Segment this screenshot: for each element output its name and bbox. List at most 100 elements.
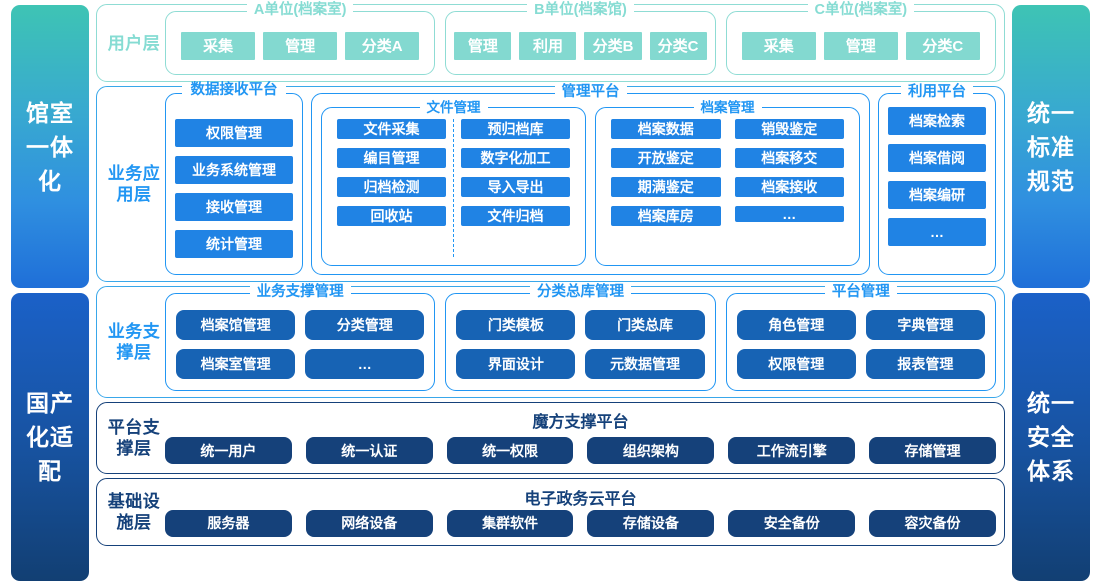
chip-archive-right-1[interactable]: 档案移交 <box>734 148 844 168</box>
group-unit-b-title: B单位(档案馆) <box>527 2 634 19</box>
group-platform-management-items: 角色管理 字典管理 权限管理 报表管理 <box>736 310 985 379</box>
layer-business-support: 业务支撑层 业务支撑管理 档案馆管理 分类管理 档案室管理 … 分类总库管理 门… <box>96 284 1005 398</box>
chip-unit-a-1[interactable]: 管理 <box>263 31 338 60</box>
group-management-title: 管理平台 <box>554 84 627 101</box>
group-utilization-platform: 利用平台 档案检索 档案借阅 档案编研 … <box>878 84 996 275</box>
chip-file-left-2[interactable]: 归档检测 <box>337 177 446 197</box>
chip-plat-4[interactable]: 工作流引擎 <box>728 437 856 464</box>
chip-file-right-2[interactable]: 导入导出 <box>461 177 570 197</box>
layer-infrastructure: 基础设施层 电子政务云平台 服务器 网络设备 集群软件 存储设备 安全备份 容灾… <box>96 478 1005 546</box>
group-unit-a: A单位(档案室) 采集 管理 分类A <box>165 2 436 75</box>
chip-archive-left-3[interactable]: 档案库房 <box>611 206 721 226</box>
chip-plat-1[interactable]: 统一认证 <box>305 437 433 464</box>
group-unit-a-items: 采集 管理 分类A <box>174 31 426 60</box>
chip-archive-right-2[interactable]: 档案接收 <box>734 177 844 197</box>
layer-app-label: 业务应用层 <box>107 164 161 204</box>
chip-archive-left-2[interactable]: 期满鉴定 <box>611 177 721 197</box>
chip-unit-c-1[interactable]: 管理 <box>823 31 898 60</box>
chip-infra-2[interactable]: 集群软件 <box>446 509 574 537</box>
chip-archive-right-0[interactable]: 销毁鉴定 <box>734 119 844 139</box>
layer-stack: 用户层 A单位(档案室) 采集 管理 分类A B单位(档案馆) 管理 利用 分 <box>96 2 1005 583</box>
chip-file-left-1[interactable]: 编目管理 <box>337 148 446 168</box>
chip-file-left-0[interactable]: 文件采集 <box>337 119 446 139</box>
sidebar-right-unified-standard: 统一标准规范 <box>1012 5 1090 288</box>
chip-bsm-3[interactable]: … <box>305 349 425 379</box>
chip-bsm-1[interactable]: 分类管理 <box>305 310 425 340</box>
archive-management-columns: 档案数据 开放鉴定 期满鉴定 档案库房 销毁鉴定 档案移交 档案接收 … <box>604 119 851 257</box>
chip-receive-0[interactable]: 权限管理 <box>175 119 293 147</box>
chip-archive-left-0[interactable]: 档案数据 <box>611 119 721 139</box>
platform-support-title: 魔方支撑平台 <box>532 414 629 431</box>
chip-unit-b-3[interactable]: 分类C <box>649 31 707 60</box>
chip-infra-5[interactable]: 容灾备份 <box>869 509 996 537</box>
subgroup-file-management: 文件管理 文件采集 编目管理 归档检测 回收站 预归档 <box>321 99 586 266</box>
chip-bsm-0[interactable]: 档案馆管理 <box>176 310 296 340</box>
group-business-support-title: 业务支撑管理 <box>249 284 351 301</box>
chip-infra-3[interactable]: 存储设备 <box>587 509 715 537</box>
chip-unit-b-2[interactable]: 分类B <box>584 31 642 60</box>
chip-unit-c-2[interactable]: 分类C <box>905 31 980 60</box>
group-unit-c: C单位(档案室) 采集 管理 分类C <box>725 2 996 75</box>
group-classification-items: 门类模板 门类总库 界面设计 元数据管理 <box>456 310 705 379</box>
chip-pm-1[interactable]: 字典管理 <box>865 310 985 340</box>
layer-business-application: 业务应用层 数据接收平台 权限管理 业务系统管理 接收管理 统计管理 管理平台 <box>96 83 1005 282</box>
chip-use-0[interactable]: 档案检索 <box>888 107 986 135</box>
subgroup-archive-management: 档案管理 档案数据 开放鉴定 期满鉴定 档案库房 销毁鉴定 <box>595 99 860 266</box>
file-management-divider <box>453 119 454 257</box>
archive-management-col-left: 档案数据 开放鉴定 期满鉴定 档案库房 <box>604 119 728 257</box>
chip-infra-0[interactable]: 服务器 <box>165 509 292 537</box>
layer-user: 用户层 A单位(档案室) 采集 管理 分类A B单位(档案馆) 管理 利用 分 <box>96 2 1005 82</box>
chip-use-3[interactable]: … <box>888 218 986 246</box>
group-classification-title: 分类总库管理 <box>529 284 631 301</box>
chip-cls-0[interactable]: 门类模板 <box>456 310 576 340</box>
subgroup-archive-management-title: 档案管理 <box>693 99 762 116</box>
chip-file-right-3[interactable]: 文件归档 <box>461 206 570 226</box>
chip-plat-5[interactable]: 存储管理 <box>869 437 996 464</box>
chip-use-2[interactable]: 档案编研 <box>888 181 986 209</box>
sidebar-right-label-2: 统一安全体系 <box>1027 390 1075 484</box>
chip-plat-2[interactable]: 统一权限 <box>446 437 574 464</box>
chip-cls-2[interactable]: 界面设计 <box>456 349 576 379</box>
chip-unit-c-0[interactable]: 采集 <box>741 31 816 60</box>
infrastructure-items: 服务器 网络设备 集群软件 存储设备 安全备份 容灾备份 <box>165 509 996 537</box>
chip-archive-right-3[interactable]: … <box>734 206 844 222</box>
chip-unit-a-0[interactable]: 采集 <box>181 31 256 60</box>
chip-unit-b-1[interactable]: 利用 <box>519 31 577 60</box>
chip-use-1[interactable]: 档案借阅 <box>888 144 986 172</box>
chip-pm-2[interactable]: 权限管理 <box>736 349 856 379</box>
chip-plat-3[interactable]: 组织架构 <box>587 437 715 464</box>
group-data-receive-platform: 数据接收平台 权限管理 业务系统管理 接收管理 统计管理 <box>165 83 303 275</box>
layer-support-body: 业务支撑管理 档案馆管理 分类管理 档案室管理 … 分类总库管理 门类模板 门类… <box>165 284 996 391</box>
sidebar-right-unified-security: 统一安全体系 <box>1012 293 1090 581</box>
chip-cls-1[interactable]: 门类总库 <box>585 310 705 340</box>
group-business-support-management: 业务支撑管理 档案馆管理 分类管理 档案室管理 … <box>165 284 436 391</box>
chip-file-right-1[interactable]: 数字化加工 <box>461 148 570 168</box>
chip-unit-b-0[interactable]: 管理 <box>454 31 512 60</box>
group-platform-management: 平台管理 角色管理 字典管理 权限管理 报表管理 <box>725 284 996 391</box>
sidebar-left-museum-room-integration: 馆室一体化 <box>11 5 89 288</box>
chip-archive-left-1[interactable]: 开放鉴定 <box>611 148 721 168</box>
chip-bsm-2[interactable]: 档案室管理 <box>176 349 296 379</box>
file-management-col-left: 文件采集 编目管理 归档检测 回收站 <box>330 119 453 257</box>
group-data-receive-items: 权限管理 业务系统管理 接收管理 统计管理 <box>175 119 293 266</box>
chip-receive-3[interactable]: 统计管理 <box>175 230 293 258</box>
subgroup-file-management-title: 文件管理 <box>419 99 488 116</box>
chip-pm-3[interactable]: 报表管理 <box>865 349 985 379</box>
chip-infra-4[interactable]: 安全备份 <box>728 509 856 537</box>
management-subgroups: 文件管理 文件采集 编目管理 归档检测 回收站 预归档 <box>321 99 860 266</box>
chip-receive-1[interactable]: 业务系统管理 <box>175 156 293 184</box>
chip-infra-1[interactable]: 网络设备 <box>305 509 433 537</box>
layer-platform-label: 平台支撑层 <box>107 418 161 458</box>
chip-file-right-0[interactable]: 预归档库 <box>461 119 570 139</box>
chip-cls-3[interactable]: 元数据管理 <box>585 349 705 379</box>
chip-file-left-3[interactable]: 回收站 <box>337 206 446 226</box>
chip-pm-0[interactable]: 角色管理 <box>736 310 856 340</box>
chip-receive-2[interactable]: 接收管理 <box>175 193 293 221</box>
platform-support-items: 统一用户 统一认证 统一权限 组织架构 工作流引擎 存储管理 <box>165 437 996 464</box>
group-unit-a-title: A单位(档案室) <box>246 2 354 19</box>
chip-unit-a-2[interactable]: 分类A <box>345 31 420 60</box>
layer-app-body: 数据接收平台 权限管理 业务系统管理 接收管理 统计管理 管理平台 文件管理 <box>165 83 996 275</box>
layer-infra-label: 基础设施层 <box>107 492 161 532</box>
chip-plat-0[interactable]: 统一用户 <box>165 437 292 464</box>
